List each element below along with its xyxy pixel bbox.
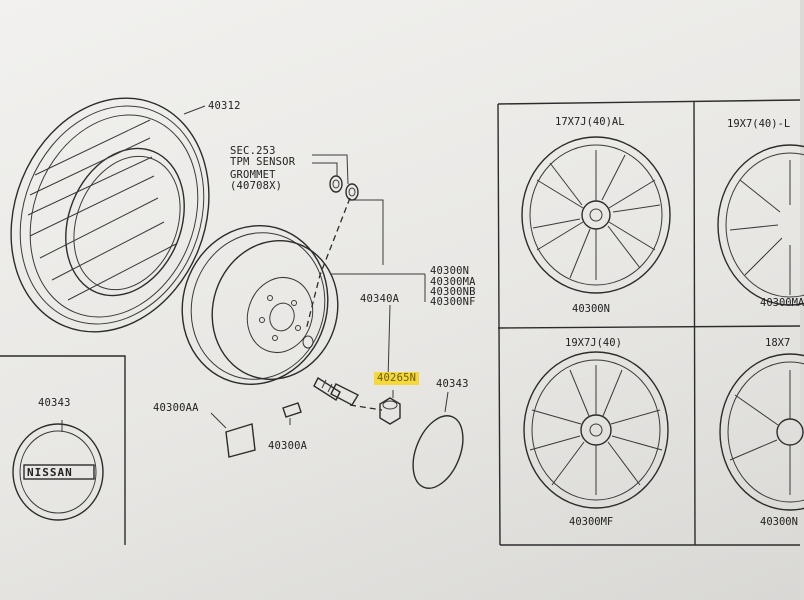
emblem-cap-drawing — [12, 420, 104, 521]
label-wheel-code-2: 40300MA — [430, 276, 476, 288]
cap-drawing — [412, 415, 464, 489]
grommet-drawing — [329, 175, 359, 201]
wheel-1-code: 40300N — [572, 303, 610, 315]
thumb-wheel-2 — [717, 144, 804, 306]
wheel-4-code: 40300N — [760, 516, 798, 528]
tire-drawing — [10, 97, 210, 333]
label-emblem-cap: 40343 — [38, 397, 71, 409]
nut-drawing — [379, 397, 401, 425]
label-grommet-code: (40708X) — [230, 180, 283, 192]
panel-frames — [0, 99, 801, 546]
wheel-3-spec: 19X7J(40) — [565, 337, 622, 349]
label-weight-aa: 40300AA — [153, 402, 199, 414]
label-wheel-code-1: 40300N — [430, 265, 470, 277]
label-cap: 40343 — [436, 378, 469, 390]
label-valve: 40340A — [360, 293, 400, 305]
wheel-drawing — [181, 225, 339, 385]
emblem-text: NISSAN — [27, 466, 73, 479]
thumb-wheel-1 — [521, 136, 671, 294]
label-sensor-name: TPM SENSOR — [230, 156, 296, 168]
wheel-3-code: 40300MF — [569, 516, 614, 528]
wheel-2-spec: 19X7(40)-L — [727, 118, 791, 130]
wheel-4-spec: 18X7 — [765, 337, 791, 349]
label-tire: 40312 — [208, 100, 241, 112]
wheel-2-code: 40300MA — [760, 297, 804, 309]
label-wheel-code-4: 40300NF — [430, 296, 476, 308]
label-wheel-code-3: 40300NB — [430, 286, 476, 298]
wheel-1-spec: 17X7J(40)AL — [555, 116, 625, 128]
label-nut-highlighted: 40265N — [374, 372, 420, 385]
leader-lines — [183, 105, 449, 429]
weight-drawing — [225, 402, 302, 458]
thumb-wheel-3 — [523, 351, 669, 509]
thumb-wheel-4 — [719, 353, 804, 511]
valve-drawing — [313, 376, 359, 406]
label-grommet: GROMMET — [230, 169, 276, 181]
label-weight-a: 40300A — [268, 440, 308, 452]
label-sensor-ref: SEC.253 — [230, 145, 276, 157]
